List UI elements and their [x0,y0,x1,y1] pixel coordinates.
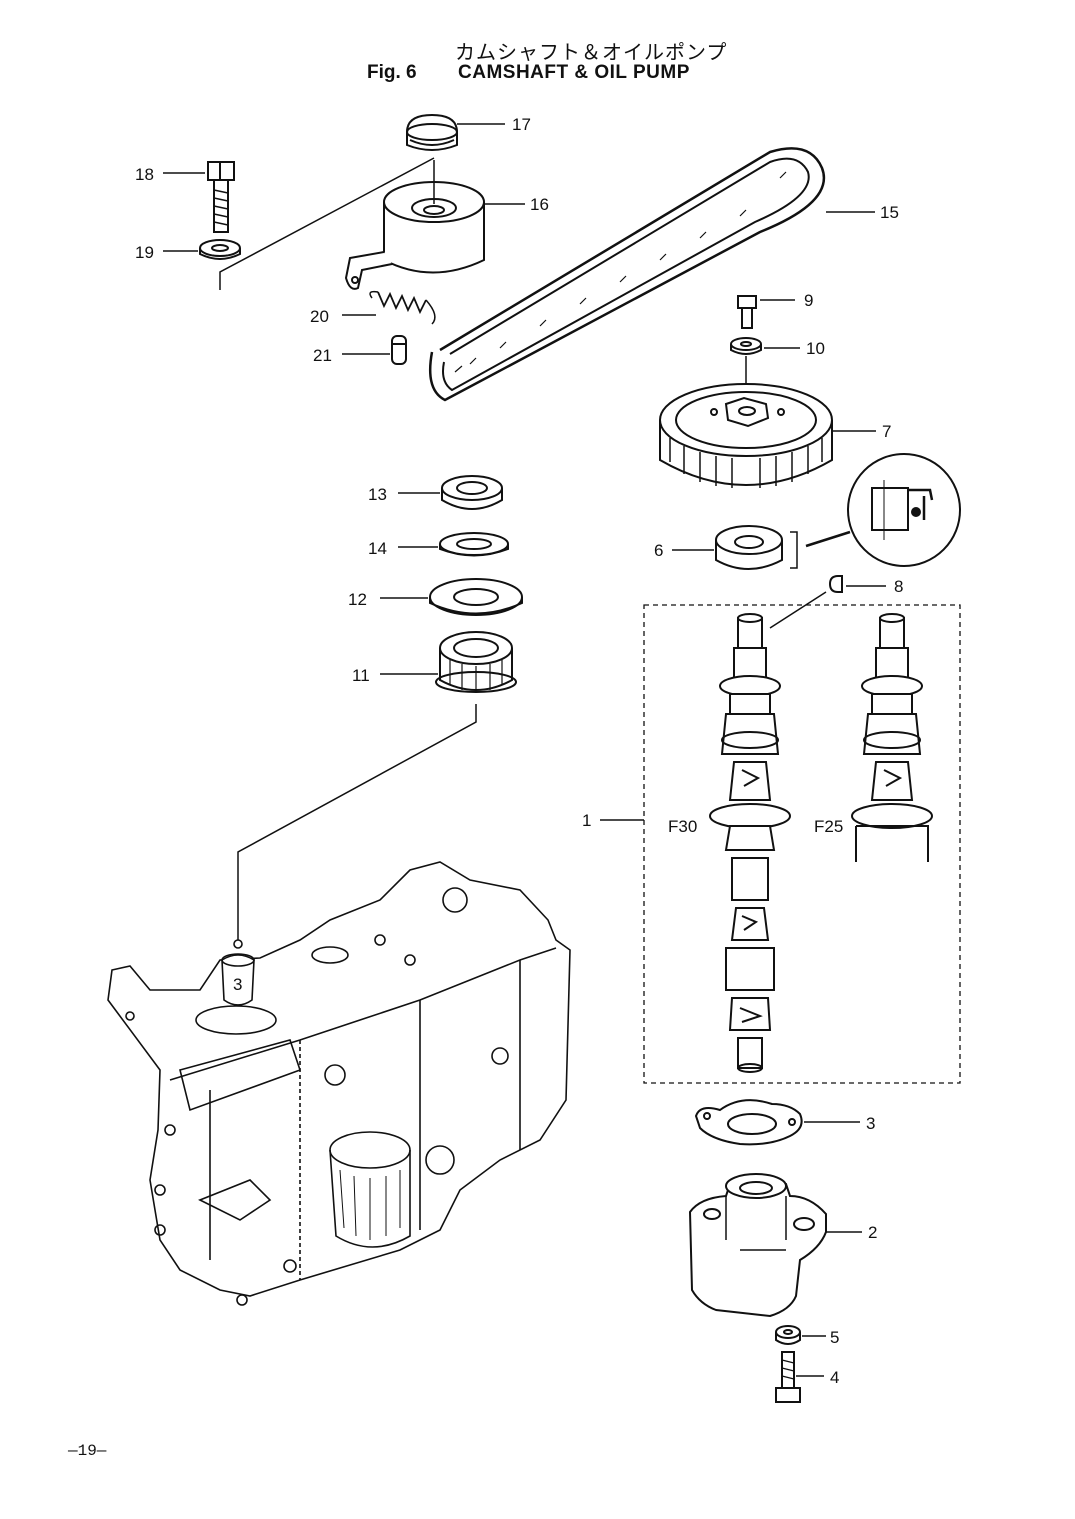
callout-13: 13 [368,485,387,504]
callout-9: 9 [804,291,813,310]
label-f25: F25 [814,817,843,836]
callout-4: 4 [830,1368,839,1387]
part-14-washer [398,532,509,557]
callout-12: 12 [348,590,367,609]
part-15-timing-belt [428,147,875,402]
part-5-washer [775,1325,826,1345]
figure-number: Fig. 6 [367,62,417,83]
detail-inset-seal [805,453,961,567]
leader-16-19 [219,157,435,290]
block-mark: 3 [233,975,242,994]
part-13-nut [398,475,503,510]
part-20-spring [342,290,436,325]
part-18-bolt [163,161,235,233]
part-9-bolt [737,295,795,329]
callout-19: 19 [135,243,154,262]
part-4-bolt [775,1351,824,1403]
callout-17: 17 [512,115,531,134]
callout-7: 7 [882,422,891,441]
callout-3: 3 [866,1114,875,1133]
callout-18: 18 [135,165,154,184]
callout-14: 14 [368,539,387,558]
callout-8: 8 [894,577,903,596]
part-19-washer [163,239,241,260]
part-7-cam-pulley [659,383,876,488]
callout-2: 2 [868,1223,877,1242]
part-6-oil-seal [672,525,798,570]
cylinder-block [107,861,571,1306]
part-16-tensioner [344,160,525,290]
label-f30: F30 [668,817,697,836]
part-11-crank-pulley [237,631,517,940]
part-3-gasket [694,1099,860,1146]
part-2-oil-pump [688,1173,862,1318]
callout-5: 5 [830,1328,839,1347]
callout-1: 1 [582,811,591,830]
part-8-key [769,575,886,629]
camshaft-f25 [851,613,933,862]
diagram-title: CAMSHAFT & OIL PUMP [458,62,690,83]
callout-21: 21 [313,346,332,365]
callout-10: 10 [806,339,825,358]
callout-16: 16 [530,195,549,214]
callout-15: 15 [880,203,899,222]
camshaft-variant-box [643,604,961,1084]
part-12-plate [380,578,523,616]
diagram-title-japanese: カムシャフト＆オイルポンプ [455,40,728,64]
camshaft-f30 [709,613,791,1073]
callout-6: 6 [654,541,663,560]
part-10-washer [730,337,800,408]
callout-20: 20 [310,307,329,326]
part-21-pin [342,335,407,365]
part-17-cap [406,113,505,151]
page-number: —19— [68,1442,107,1460]
callout-11: 11 [352,666,370,685]
